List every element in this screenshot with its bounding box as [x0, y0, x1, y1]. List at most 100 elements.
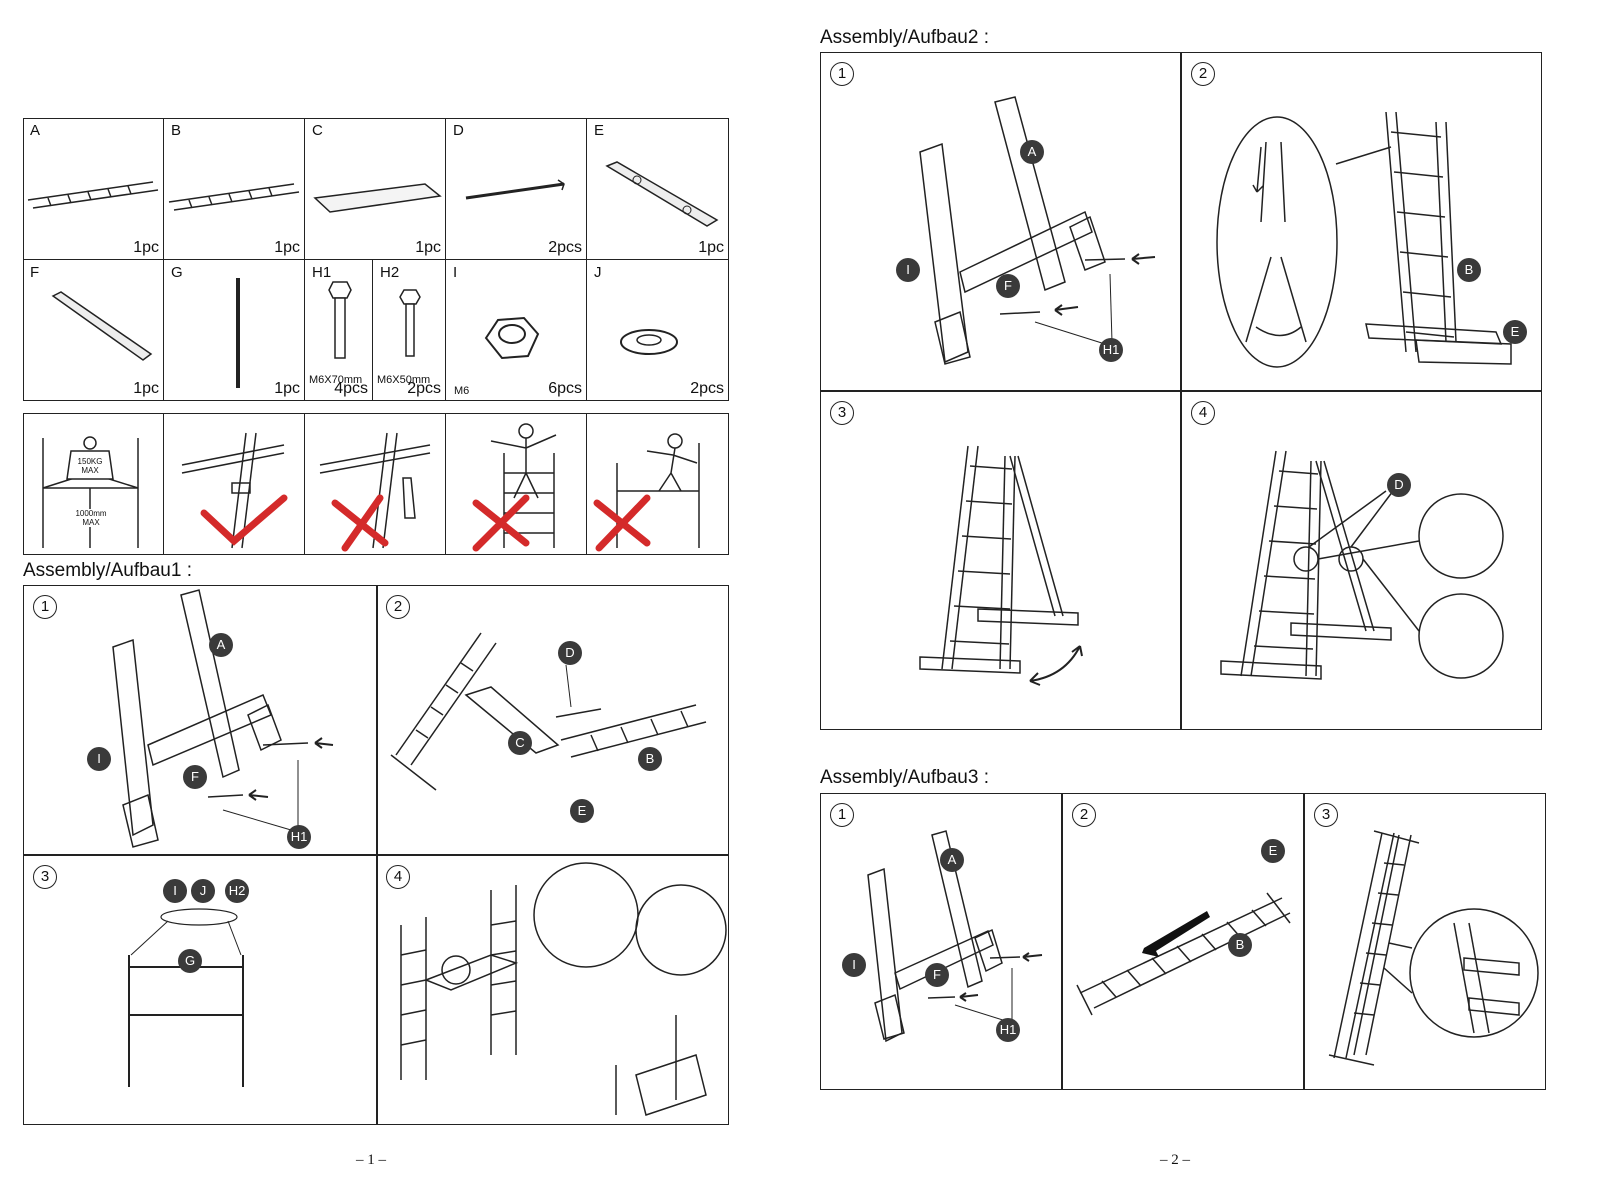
label-c: C	[508, 731, 532, 755]
warning-standing-guard	[587, 413, 729, 555]
ladder-hinge-drawing	[1216, 111, 1512, 368]
bracket-mount-drawing	[867, 830, 1043, 1043]
label-g: G	[178, 949, 202, 973]
ladder-section-icon	[27, 181, 159, 209]
assembly3-grid	[820, 793, 1546, 1090]
part-qty: 1pc	[698, 239, 724, 256]
part-cell-c: C 1pc	[305, 118, 446, 260]
platform-assembly-drawing	[390, 632, 707, 791]
label-i: I	[87, 747, 111, 771]
label-a: A	[940, 848, 964, 872]
label-i: I	[896, 258, 920, 282]
label-e: E	[1503, 320, 1527, 344]
part-letter: A	[30, 122, 41, 139]
assembly1-step2-panel: 2 D C B E	[376, 585, 729, 854]
washer-icon	[620, 329, 678, 355]
step-number: 3	[830, 401, 854, 425]
label-f: F	[996, 274, 1020, 298]
part-letter: E	[594, 122, 605, 139]
scaffold-complete-drawing	[400, 862, 727, 1116]
assembly2-step2-panel: 2 B E	[1181, 52, 1542, 390]
assembly1-step1-panel: 1 A I F H1	[23, 585, 376, 854]
label-e: E	[1261, 839, 1285, 863]
label-f: F	[183, 765, 207, 789]
label-e: E	[570, 799, 594, 823]
assembly1-step3-panel: 3 I J H2 G	[23, 855, 376, 1125]
step-number: 4	[1191, 401, 1215, 425]
bracket-mount-drawing	[919, 96, 1156, 365]
part-qty: 1pc	[274, 380, 300, 397]
max-height-text: 1000mm MAX	[71, 509, 111, 527]
warning-hook-correct	[164, 413, 305, 555]
part-spec: M6X70mm	[309, 374, 363, 386]
part-cell-e: E 1pc	[587, 118, 729, 260]
divider	[1061, 793, 1063, 1090]
assembly3-step1-panel: 1 A I F H1	[820, 793, 1061, 1090]
bolt-long-icon	[328, 281, 352, 359]
assembly1-title: Assembly/Aufbau1 :	[23, 560, 192, 581]
part-qty: 4pcs	[334, 380, 368, 397]
step-number: 1	[830, 803, 854, 827]
part-letter: C	[312, 122, 323, 139]
assembly3-step2-panel: 2 E B	[1062, 793, 1303, 1090]
part-cell-h1: H1 M6X70mm 4pcs	[305, 260, 373, 401]
part-letter: F	[30, 264, 40, 281]
warning-load-limit: 150KG MAX 1000mm MAX	[23, 413, 164, 555]
step-number: 3	[33, 865, 57, 889]
ladder-extend-drawing	[1076, 892, 1291, 1016]
ladder-section-icon	[168, 183, 300, 211]
page-number: – 1 –	[356, 1152, 386, 1168]
step-number: 1	[33, 595, 57, 619]
part-qty: 2pcs	[690, 380, 724, 397]
assembly2-step4-panel: 4 D	[1181, 391, 1542, 730]
label-i: I	[163, 879, 187, 903]
step-number: 2	[1072, 803, 1096, 827]
nut-icon	[484, 316, 540, 360]
part-cell-g: G 1pc	[164, 260, 305, 401]
part-letter: I	[453, 264, 458, 281]
part-cell-a: A 1pc	[23, 118, 164, 260]
part-cell-h2: H2 M6X50mm 2pcs	[373, 260, 446, 401]
warning-hook-wrong	[305, 413, 446, 555]
step-number: 1	[830, 62, 854, 86]
part-qty: 1pc	[274, 239, 300, 256]
part-spec: M6	[454, 385, 470, 397]
max-load-text: 150KG MAX	[77, 457, 103, 475]
part-qty: 6pcs	[548, 380, 582, 397]
part-cell-i: I M6 6pcs	[446, 260, 587, 401]
part-qty: 2pcs	[548, 239, 582, 256]
part-spec: M6X50mm	[377, 374, 431, 386]
cross-icon	[472, 423, 557, 552]
a-frame-brace-drawing	[1220, 450, 1504, 680]
label-f: F	[925, 963, 949, 987]
step-number: 2	[386, 595, 410, 619]
bolt-short-icon	[399, 289, 421, 357]
label-i: I	[842, 953, 866, 977]
label-b: B	[638, 747, 662, 771]
divider	[1303, 793, 1305, 1090]
label-b: B	[1457, 258, 1481, 282]
part-letter: H2	[380, 264, 400, 281]
support-bar-icon	[51, 291, 153, 361]
warning-standing-top	[446, 413, 587, 555]
platform-icon	[313, 183, 442, 213]
extension-ladder-drawing	[1328, 830, 1539, 1066]
scaffold-weight-icon	[42, 436, 139, 548]
step-number: 2	[1191, 62, 1215, 86]
label-b: B	[1228, 933, 1252, 957]
assembly3-step3-panel: 3	[1304, 793, 1546, 1090]
label-h1: H1	[996, 1018, 1020, 1042]
label-h1: H1	[287, 825, 311, 849]
label-a: A	[209, 633, 233, 657]
step-number: 3	[1314, 803, 1338, 827]
assembly2-step1-panel: 1 A I F H1	[820, 52, 1180, 390]
divider	[23, 854, 729, 856]
a-frame-ladder-drawing	[919, 445, 1083, 686]
label-h1: H1	[1099, 338, 1123, 362]
part-qty: 1pc	[133, 239, 159, 256]
part-cell-f: F 1pc	[23, 260, 164, 401]
label-h2: H2	[225, 879, 249, 903]
label-j: J	[191, 879, 215, 903]
part-letter: J	[594, 264, 602, 281]
part-cell-j: J 2pcs	[587, 260, 729, 401]
